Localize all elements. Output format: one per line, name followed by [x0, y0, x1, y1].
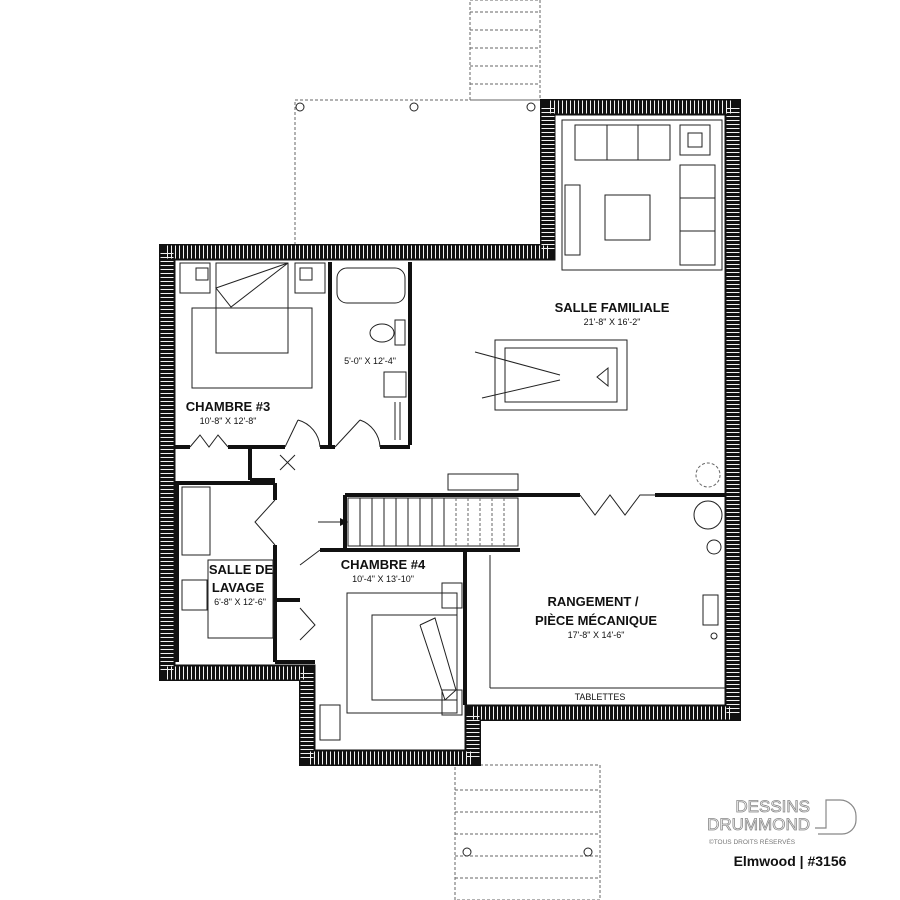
brand-line1: DESSINS	[735, 797, 810, 816]
brand-rights: ©TOUS DROITS RÉSERVÉS	[709, 837, 796, 846]
doors	[189, 419, 655, 641]
bottom-exterior-stairs	[454, 764, 601, 900]
exterior-walls	[159, 99, 741, 766]
chambre3-furniture	[179, 262, 326, 389]
room-label-rangement-1: RANGEMENT /	[548, 594, 639, 609]
chambre4-furniture	[319, 582, 463, 741]
room-size-chambre3: 10'-8" X 12'-8"	[200, 416, 257, 426]
room-label-rangement-2: PIÈCE MÉCANIQUE	[535, 613, 657, 628]
room-label-salle-lavage-2: LAVAGE	[212, 580, 265, 595]
bathroom-fixtures	[336, 267, 407, 440]
tablettes-label: TABLETTES	[575, 692, 626, 702]
room-size-rangement: 17'-8" X 14'-6"	[568, 630, 625, 640]
family-room-furniture	[474, 119, 723, 488]
plan-name: Elmwood | #3156	[734, 853, 847, 869]
interior-walls	[175, 262, 725, 705]
brand-logo: DESSINS DRUMMOND ©TOUS DROITS RÉSERVÉS E…	[707, 797, 857, 869]
laundry-fixtures	[181, 486, 274, 639]
room-label-salle-lavage-1: SALLE DE	[209, 562, 274, 577]
room-size-chambre4: 10'-4" X 13'-10"	[352, 574, 414, 584]
top-exterior-stairs	[469, 0, 541, 101]
room-size-salle-lavage: 6'-8" X 12'-6"	[214, 597, 266, 607]
brand-mark-icon	[815, 799, 857, 835]
interior-stairs	[318, 473, 519, 547]
room-size-salle-familiale: 21'-8" X 16'-2"	[584, 317, 641, 327]
room-label-chambre3: CHAMBRE #3	[186, 399, 271, 414]
room-size-salle-bain: 5'-0" X 12'-4"	[344, 356, 396, 366]
brand-line2: DRUMMOND	[707, 815, 810, 834]
room-label-chambre4: CHAMBRE #4	[341, 557, 426, 572]
room-label-salle-familiale: SALLE FAMILIALE	[555, 300, 670, 315]
storage-fixtures	[489, 500, 725, 689]
deck	[294, 99, 546, 246]
